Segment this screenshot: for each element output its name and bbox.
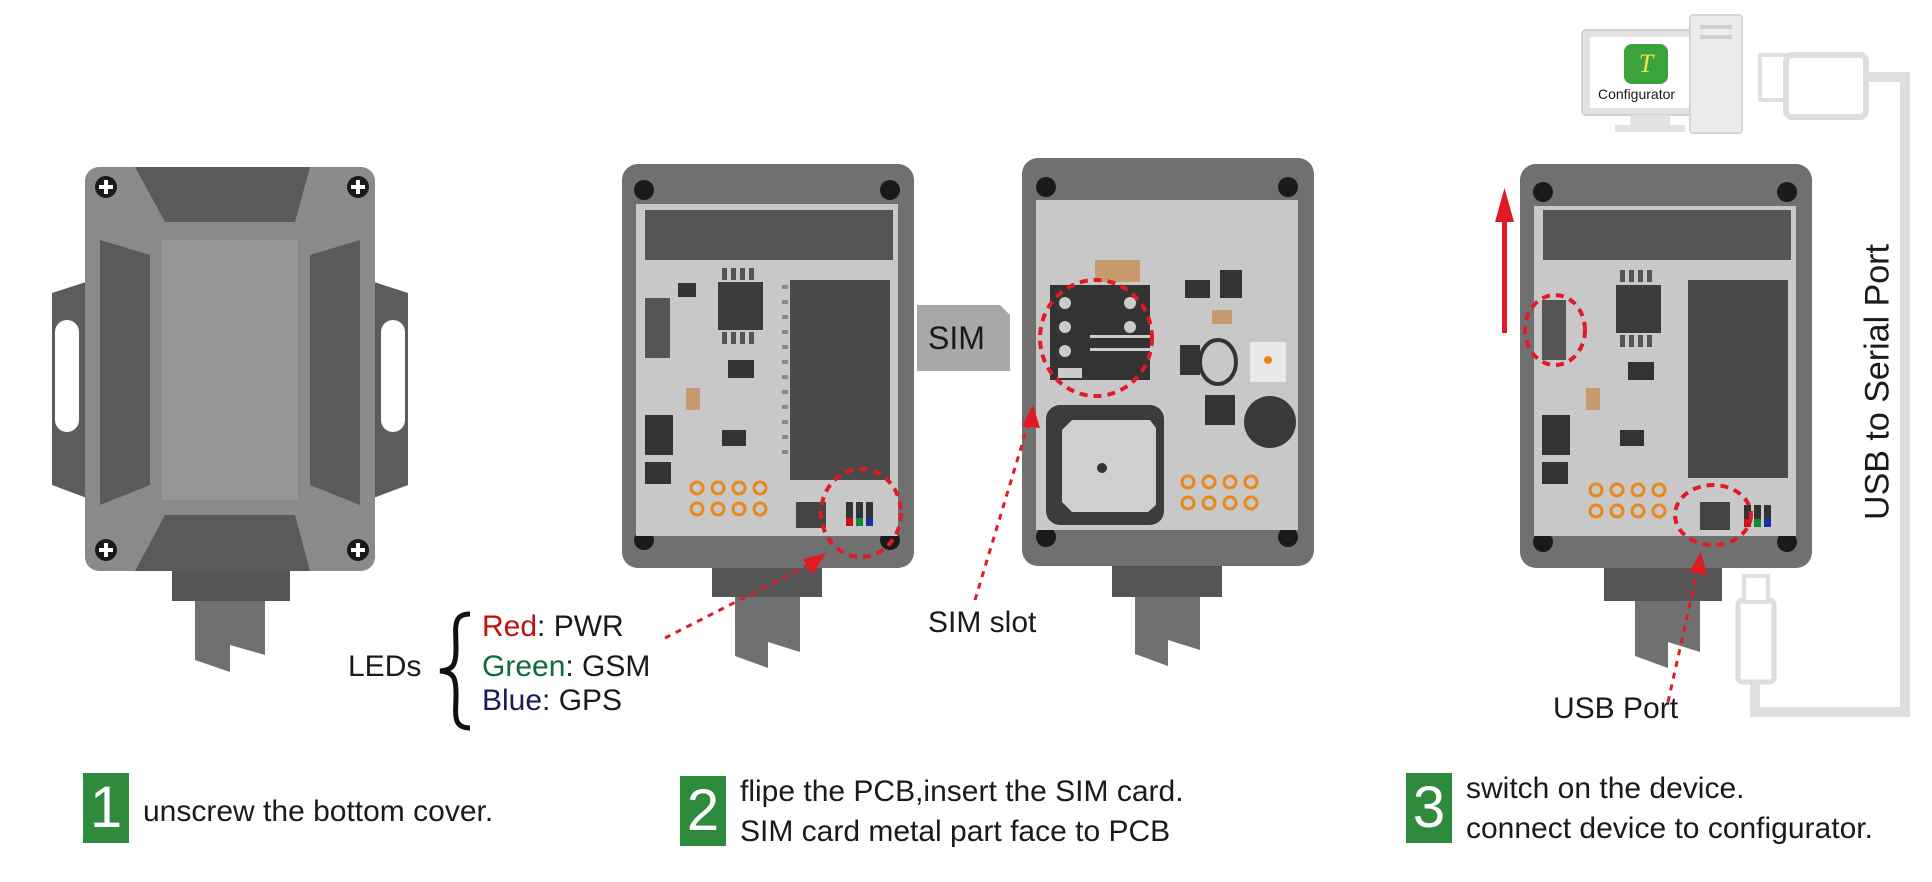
screw-icon bbox=[347, 176, 369, 198]
step-3-badge: 3 bbox=[1406, 773, 1452, 843]
sim-card bbox=[917, 305, 1010, 371]
power-switch-highlight-circle bbox=[1523, 293, 1587, 367]
configurator-app-icon: T bbox=[1624, 44, 1668, 84]
usb-port-highlight-circle bbox=[1673, 483, 1753, 547]
screw-icon bbox=[347, 539, 369, 561]
step-1-text: unscrew the bottom cover. bbox=[143, 792, 493, 832]
usb-cable bbox=[1735, 52, 1910, 717]
led-group bbox=[846, 502, 873, 526]
led-blue-line: Blue: GPS bbox=[482, 684, 622, 718]
step-1-line: unscrew the bottom cover. bbox=[143, 795, 494, 828]
sim-card-label: SIM bbox=[928, 320, 985, 356]
sim-slot-highlight-circle bbox=[1038, 278, 1154, 398]
step-1-badge: 1 bbox=[83, 773, 129, 843]
svg-text:T: T bbox=[1639, 49, 1655, 78]
step-3-line-2: connect device to configurator. bbox=[1466, 812, 1873, 845]
screw-icon bbox=[95, 539, 117, 561]
led-red-func: : PWR bbox=[537, 610, 624, 643]
led-blue-name: Blue bbox=[482, 684, 543, 717]
led-blue-func: : GPS bbox=[542, 684, 623, 717]
step-2-text: flipe the PCB,insert the SIM card. SIM c… bbox=[740, 772, 1184, 852]
step-3-text: switch on the device. connect device to … bbox=[1466, 769, 1873, 849]
leds-brace bbox=[439, 611, 471, 731]
arrow-up-icon bbox=[1495, 188, 1514, 333]
usb-port-label: USB Port bbox=[1553, 692, 1679, 725]
usb-plug-icon bbox=[1735, 597, 1777, 685]
device-usb-side bbox=[1520, 164, 1812, 668]
led-green-line: Green: GSM bbox=[482, 650, 650, 684]
step-2-badge: 2 bbox=[680, 776, 726, 846]
pointer-lines bbox=[664, 417, 1700, 703]
device-open-pcb bbox=[622, 164, 914, 668]
step-3-line-1: switch on the device. bbox=[1466, 772, 1745, 805]
step-2-line-1: flipe the PCB,insert the SIM card. bbox=[740, 775, 1184, 808]
device-closed-cover bbox=[52, 167, 408, 672]
led-green-name: Green bbox=[482, 650, 566, 683]
led-red-name: Red bbox=[482, 610, 538, 643]
led-green-func: : GSM bbox=[565, 650, 651, 683]
pointer-arrowheads bbox=[803, 405, 1707, 575]
screw-icon bbox=[95, 176, 117, 198]
leds-label: LEDs bbox=[348, 650, 422, 683]
device-sim-side bbox=[1022, 158, 1314, 666]
sim-slot-label: SIM slot bbox=[928, 606, 1037, 639]
led-highlight-circle bbox=[819, 467, 903, 559]
led-red-line: Red: PWR bbox=[482, 610, 624, 644]
step-2-line-2: SIM card metal part face to PCB bbox=[740, 815, 1171, 848]
configurator-label: Configurator bbox=[1598, 86, 1676, 102]
usb-serial-label: USB to Serial Port bbox=[1858, 244, 1897, 520]
